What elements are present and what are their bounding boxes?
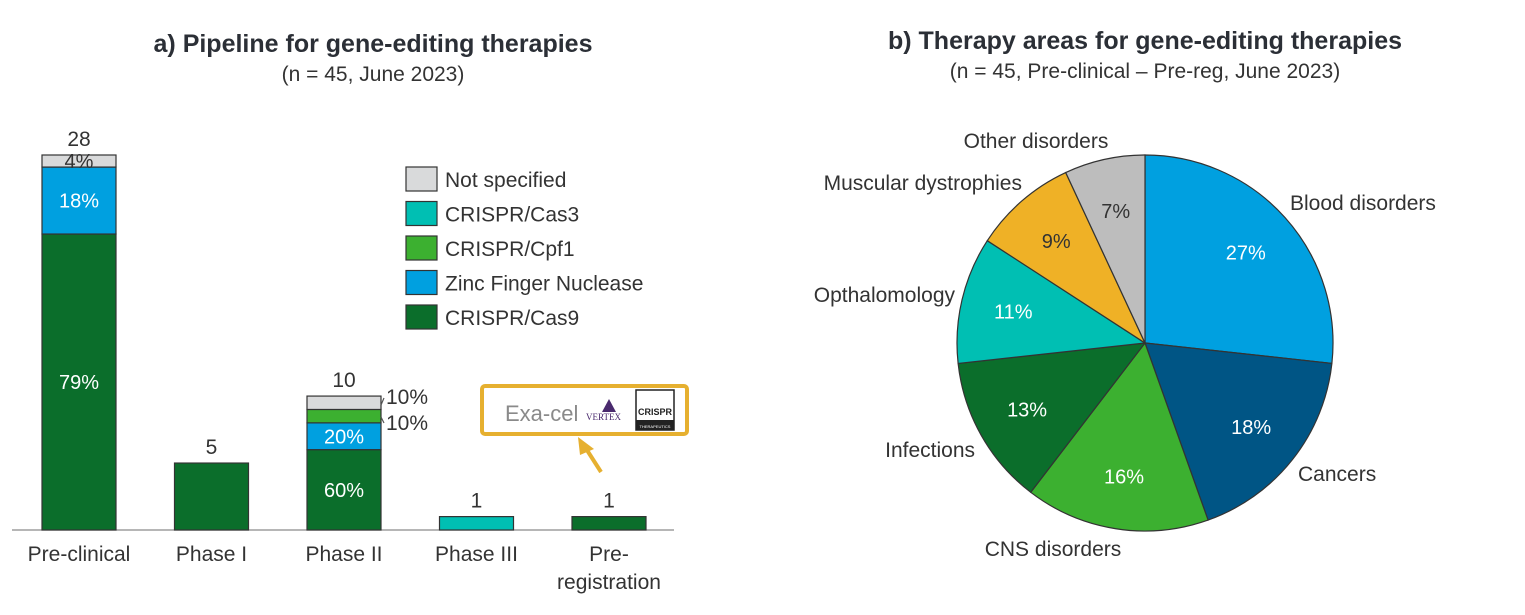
- pie-slice-value-label: 18%: [1231, 417, 1271, 439]
- bar-segment-label: 18%: [59, 191, 99, 213]
- legend-swatch: [405, 304, 438, 330]
- exa-cel-callout: Exa-cel VERTEX CRISPR THERAPEUTICS: [480, 384, 689, 474]
- bar-segment: [306, 408, 382, 424]
- bar-segment: [41, 166, 117, 235]
- x-tick-label: Phase III: [435, 543, 518, 566]
- pie-slice-name-label: Cancers: [1298, 463, 1376, 486]
- legend-label: CRISPR/Cas3: [445, 204, 579, 227]
- pie-slice-value-label: 7%: [1101, 201, 1130, 223]
- x-tick-label: Pre-clinical: [28, 543, 131, 566]
- pie-slice-value-label: 13%: [1007, 399, 1047, 421]
- vertex-logo-icon: [602, 399, 616, 412]
- pie-slice: [986, 171, 1147, 345]
- pie-slice: [956, 239, 1147, 365]
- legend-label: Zinc Finger Nuclease: [445, 273, 643, 296]
- pie-slice-name-label: Blood disorders: [1290, 192, 1436, 215]
- side-label-leader: [380, 397, 385, 406]
- bar-segment-label: 60%: [324, 480, 364, 502]
- pie-slice: [1144, 342, 1333, 521]
- callout-arrow-head-icon: [578, 437, 594, 455]
- legend-swatch: [405, 269, 438, 296]
- bar-total-label: 5: [206, 436, 218, 459]
- bar-segment: [173, 462, 250, 531]
- pie-slice-name-label: Infections: [885, 439, 975, 462]
- bar-segment: [306, 422, 382, 451]
- bar-segment: [41, 233, 117, 531]
- legend-swatch: [405, 235, 438, 261]
- pie-slice-value-label: 16%: [1104, 467, 1144, 489]
- pie-slice: [1029, 341, 1209, 532]
- bar-chart-title: a) Pipeline for gene-editing therapies: [154, 30, 593, 58]
- pie-slice-name-label: Muscular dystrophies: [824, 172, 1022, 195]
- pie-chart-title: b) Therapy areas for gene-editing therap…: [888, 27, 1402, 55]
- side-label-leader: [380, 416, 385, 424]
- callout-text: Exa-cel: [505, 401, 578, 426]
- bar-segment: [571, 516, 647, 531]
- bar-total-label: 1: [471, 490, 483, 513]
- pie-chart-subtitle: (n = 45, Pre-clinical – Pre-reg, June 20…: [950, 60, 1340, 83]
- crispr-logo-text: CRISPR: [638, 407, 673, 417]
- legend-label: Not specified: [445, 169, 566, 192]
- legend-label: CRISPR/Cpf1: [445, 238, 575, 261]
- pie-slice-value-label: 9%: [1042, 231, 1071, 253]
- bar-segment-label: 20%: [324, 426, 364, 448]
- bar-segment: [41, 154, 117, 168]
- pie-slice-value-label: 27%: [1226, 243, 1266, 265]
- crispr-logo-subtext: THERAPEUTICS: [640, 424, 671, 429]
- bar-segment: [438, 516, 515, 531]
- x-tick-label: Phase II: [305, 543, 382, 566]
- legend-swatch: [405, 166, 438, 192]
- bar-chart-subtitle: (n = 45, June 2023): [282, 63, 465, 86]
- bar-segment-label: 4%: [65, 151, 94, 173]
- crispr-logo-band: [636, 420, 674, 430]
- bar-segment: [306, 395, 382, 411]
- x-tick-label: Pre-registration: [557, 543, 661, 594]
- bar-legend: Not specifiedCRISPR/Cas3CRISPR/Cpf1Zinc …: [405, 166, 643, 330]
- pie-slice: [1064, 154, 1146, 344]
- bar-segment: [306, 449, 382, 531]
- x-tick-label: Phase I: [176, 543, 247, 566]
- legend-swatch: [405, 200, 438, 227]
- bar-total-label: 28: [67, 128, 90, 151]
- pie-chart: 27% Blood disorders 18% Cancers 16% CNS disor…: [814, 130, 1436, 561]
- side-label: 10%: [386, 412, 428, 435]
- pie-slice: [1144, 154, 1334, 365]
- pie-slice-value-label: 11%: [994, 302, 1033, 324]
- bar-segment-label: 79%: [59, 372, 99, 394]
- bar-total-label: 10: [332, 369, 355, 392]
- legend-label: CRISPR/Cas9: [445, 307, 579, 330]
- pie-slice-name-label: Opthalomology: [814, 284, 956, 307]
- pie-slice-name-label: Other disorders: [964, 130, 1109, 153]
- side-label: 10%: [386, 386, 428, 409]
- pie-slice-name-label: CNS disorders: [985, 538, 1122, 561]
- vertex-logo-text: VERTEX: [586, 412, 621, 422]
- bar-total-label: 1: [603, 490, 615, 513]
- pie-slice: [957, 342, 1147, 494]
